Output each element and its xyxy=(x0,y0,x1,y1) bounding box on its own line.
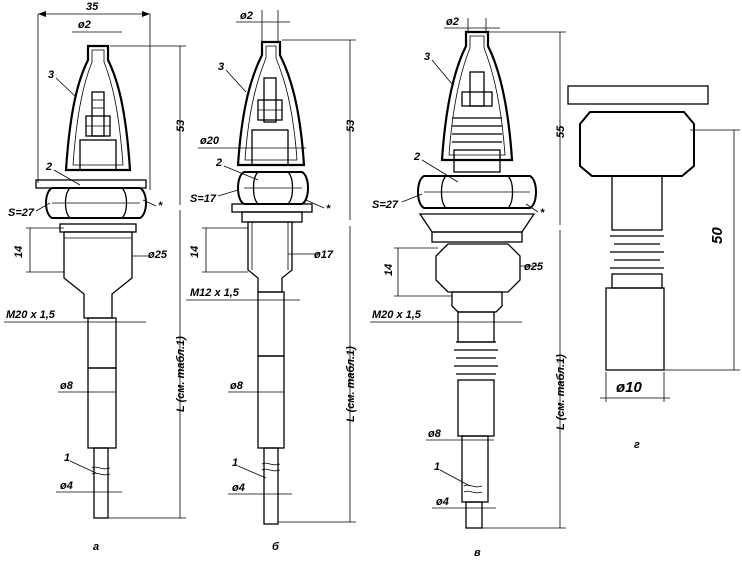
dim-body-b: ø17 xyxy=(314,249,334,261)
dim-thread-len-a: 14 xyxy=(13,246,25,258)
dim-thread-len-b: 14 xyxy=(189,246,201,258)
label-star-b: * xyxy=(326,203,331,215)
label-wrench-a: S=27 xyxy=(8,207,35,219)
caption-v: в xyxy=(474,547,481,559)
figure-a: 35 ø2 53 3 2 S=27 * xyxy=(4,1,187,553)
dim-height-v: 55 xyxy=(555,125,567,138)
label-cap-a: 3 xyxy=(48,69,54,81)
caption-g: г xyxy=(634,439,640,451)
label-cap-b: 3 xyxy=(218,61,224,73)
label-star-v: * xyxy=(540,207,545,219)
dim-thread-len-v: 14 xyxy=(383,264,395,276)
dim-body-a: ø25 xyxy=(148,249,168,261)
figure-b: ø2 3 ø20 53 2 S=17 * 14 xyxy=(186,10,357,553)
dim-probe-a: ø4 xyxy=(60,480,73,492)
caption-b: б xyxy=(272,541,280,553)
dim-length-b: L (см. табл.1) xyxy=(345,346,357,422)
caption-a: а xyxy=(93,541,99,553)
dim-tip-b: ø2 xyxy=(240,10,253,22)
dim-thread-v: M20 x 1,5 xyxy=(372,309,422,321)
dim-cap-b: ø20 xyxy=(200,135,220,147)
dim-width-a: 35 xyxy=(86,1,99,13)
label-wrench-v: S=27 xyxy=(372,199,399,211)
dim-body-v: ø25 xyxy=(524,261,544,273)
dim-length-v: L (см. табл.1) xyxy=(555,354,567,430)
label-nut-b: 2 xyxy=(215,157,222,169)
dim-length-a: L (см. табл.1) xyxy=(175,336,187,412)
dim-height-g: 50 xyxy=(709,227,726,244)
dim-probe-v: ø4 xyxy=(436,496,449,508)
label-star-a: * xyxy=(158,200,163,212)
dim-probe-b: ø4 xyxy=(232,482,245,494)
dim-rod-a: ø8 xyxy=(60,380,74,392)
label-probe-v: 1 xyxy=(434,461,440,473)
dim-tip-a: ø2 xyxy=(78,19,91,31)
dim-height-b: 53 xyxy=(345,120,357,132)
dim-height-a: 53 xyxy=(175,120,187,132)
label-nut-v: 2 xyxy=(413,151,420,163)
figure-v: ø2 3 55 2 S=27 * 14 ø25 xyxy=(370,16,567,559)
label-probe-a: 1 xyxy=(64,452,70,464)
dim-rod-v: ø8 xyxy=(428,428,442,440)
label-probe-b: 1 xyxy=(232,457,238,469)
figure-g: 50 ø10 г xyxy=(567,85,740,451)
dim-tip-g: ø10 xyxy=(616,379,643,396)
dim-thread-a: M20 x 1,5 xyxy=(6,309,56,321)
label-nut-a: 2 xyxy=(45,161,52,173)
dim-thread-b: M12 x 1,5 xyxy=(190,287,240,299)
dim-tip-v: ø2 xyxy=(446,16,459,28)
dim-rod-b: ø8 xyxy=(230,380,244,392)
label-wrench-b: S=17 xyxy=(190,193,217,205)
label-cap-v: 3 xyxy=(424,51,430,63)
